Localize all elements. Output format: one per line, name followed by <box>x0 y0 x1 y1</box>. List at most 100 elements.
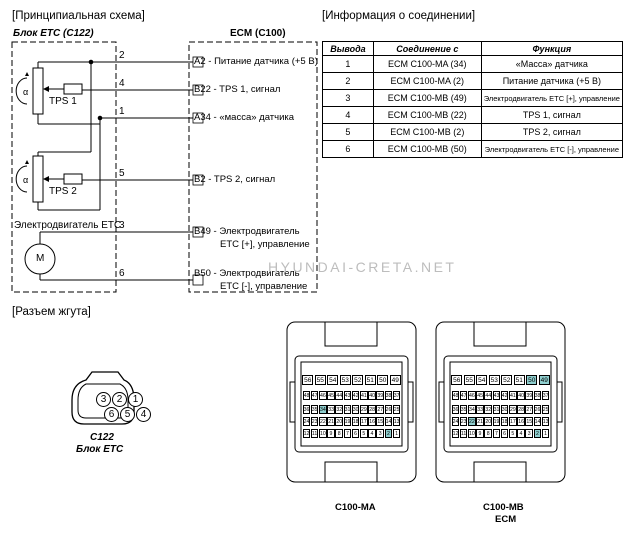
connector-pin: 48 <box>302 391 311 400</box>
c122-pin: 4 <box>136 407 151 422</box>
connector-key <box>473 461 527 482</box>
connector-pin: 52 <box>501 375 513 385</box>
connector-pin: 28 <box>517 405 525 414</box>
connector-pin: 53 <box>339 375 351 385</box>
tps1-label: TPS 1 <box>49 96 77 107</box>
c122-subtitle: Блок ETC <box>76 444 124 455</box>
connector-pin: 38 <box>384 391 393 400</box>
connector-pin-field <box>300 361 403 447</box>
wire-number: 6 <box>119 268 125 279</box>
connector-pin: 37 <box>541 391 550 400</box>
connector-pin: 45 <box>327 391 335 400</box>
tps1-symbol <box>15 67 83 115</box>
connector-pin: 26 <box>384 405 393 414</box>
connector-pin: 41 <box>360 391 368 400</box>
connector-pin: 12 <box>451 429 460 438</box>
connector-pin: 2 <box>533 429 542 438</box>
ecm-block-frame <box>188 41 318 293</box>
connector-inner <box>443 355 558 453</box>
connector-pin: 15 <box>525 417 533 426</box>
connector-pin: 36 <box>451 405 460 414</box>
connector-pin: 41 <box>509 391 517 400</box>
connector-pin: 18 <box>500 417 509 426</box>
connector-pin: 38 <box>533 391 542 400</box>
connector-pin: 23 <box>459 417 468 426</box>
connector-pin: 43 <box>343 391 352 400</box>
connector-pin: 50 <box>377 375 389 385</box>
connector-pin: 48 <box>451 391 460 400</box>
connector-pin: 18 <box>351 417 360 426</box>
ecm-pin-label: B22 - TPS 1, сигнал <box>194 84 281 95</box>
connector-pin: 35 <box>310 405 319 414</box>
ecm-pin-label: A2 - Питание датчика (+5 В) <box>194 56 318 67</box>
connector-pin: 27 <box>376 405 384 414</box>
connector-key <box>473 322 527 347</box>
connector-pin: 49 <box>389 375 401 385</box>
connector-pin: 56 <box>451 375 463 385</box>
connector-pin: 11 <box>459 429 468 438</box>
connector-shell <box>435 321 566 483</box>
connector-pin: 45 <box>476 391 484 400</box>
connector-pin: 36 <box>302 405 311 414</box>
c122-pin: 6 <box>104 407 119 422</box>
harness-heading: [Разъем жгута] <box>12 306 91 318</box>
connector-pin: 20 <box>484 417 492 426</box>
connector-pin: 50 <box>526 375 538 385</box>
wire-number: 4 <box>119 78 125 89</box>
connector-pin: 14 <box>384 417 393 426</box>
connector-pin: 19 <box>343 417 352 426</box>
connector-pin: 43 <box>492 391 501 400</box>
connector-pin: 15 <box>376 417 384 426</box>
connector-pin: 54 <box>327 375 339 385</box>
connector-latch <box>438 381 444 423</box>
connector-pin: 40 <box>517 391 525 400</box>
connector-pin: 5 <box>360 429 368 438</box>
connector-pin: 34 <box>319 405 327 414</box>
connector-pin: 39 <box>376 391 384 400</box>
connector-pin-field <box>449 361 552 447</box>
connector-pin: 35 <box>459 405 468 414</box>
ecm-pin-label: B49 - Электродвигатель <box>194 226 300 237</box>
ecm-pin-label-line2: ETC [+], управление <box>220 239 310 250</box>
wire-number: 1 <box>119 106 125 117</box>
connector-pin: 39 <box>525 391 533 400</box>
connector-pin: 44 <box>484 391 492 400</box>
connector-pin: 12 <box>302 429 311 438</box>
connector-pin: 51 <box>364 375 376 385</box>
table-header: Функция <box>480 41 623 56</box>
connector-pin: 46 <box>468 391 476 400</box>
connector-pin: 28 <box>368 405 376 414</box>
connector-pin: 6 <box>500 429 509 438</box>
connector-pin: 56 <box>302 375 314 385</box>
connector-pin: 14 <box>533 417 542 426</box>
connector-shell <box>286 321 417 483</box>
connector-pin: 29 <box>360 405 368 414</box>
connector-pin: 16 <box>517 417 525 426</box>
connector-pin: 3 <box>376 429 384 438</box>
schematic-heading: [Принципиальная схема] <box>12 10 145 22</box>
ecm-block-title: ECM (C100) <box>230 28 286 39</box>
connector-pin: 17 <box>509 417 517 426</box>
table-header: Вывода <box>322 41 374 56</box>
ecm-pin-label-line2: ETC [-], управление <box>220 281 308 292</box>
connector-pin: 51 <box>513 375 525 385</box>
connector-pin: 33 <box>476 405 484 414</box>
tps2-label: TPS 2 <box>49 186 77 197</box>
connector-ma-label: C100-MA <box>335 502 376 513</box>
connector-pin: 25 <box>392 405 401 414</box>
connector-pin: 49 <box>538 375 550 385</box>
connector-pin: 32 <box>335 405 343 414</box>
wire-number: 3 <box>119 220 125 231</box>
connector-pin: 47 <box>310 391 319 400</box>
ecm-pin-label: A34 - «масса» датчика <box>194 112 295 123</box>
connector-pin: 26 <box>533 405 542 414</box>
connector-key <box>324 461 378 482</box>
junction-dot <box>88 59 94 65</box>
tps2-symbol <box>15 155 83 203</box>
connector-pin: 19 <box>492 417 501 426</box>
connector-pin: 3 <box>525 429 533 438</box>
